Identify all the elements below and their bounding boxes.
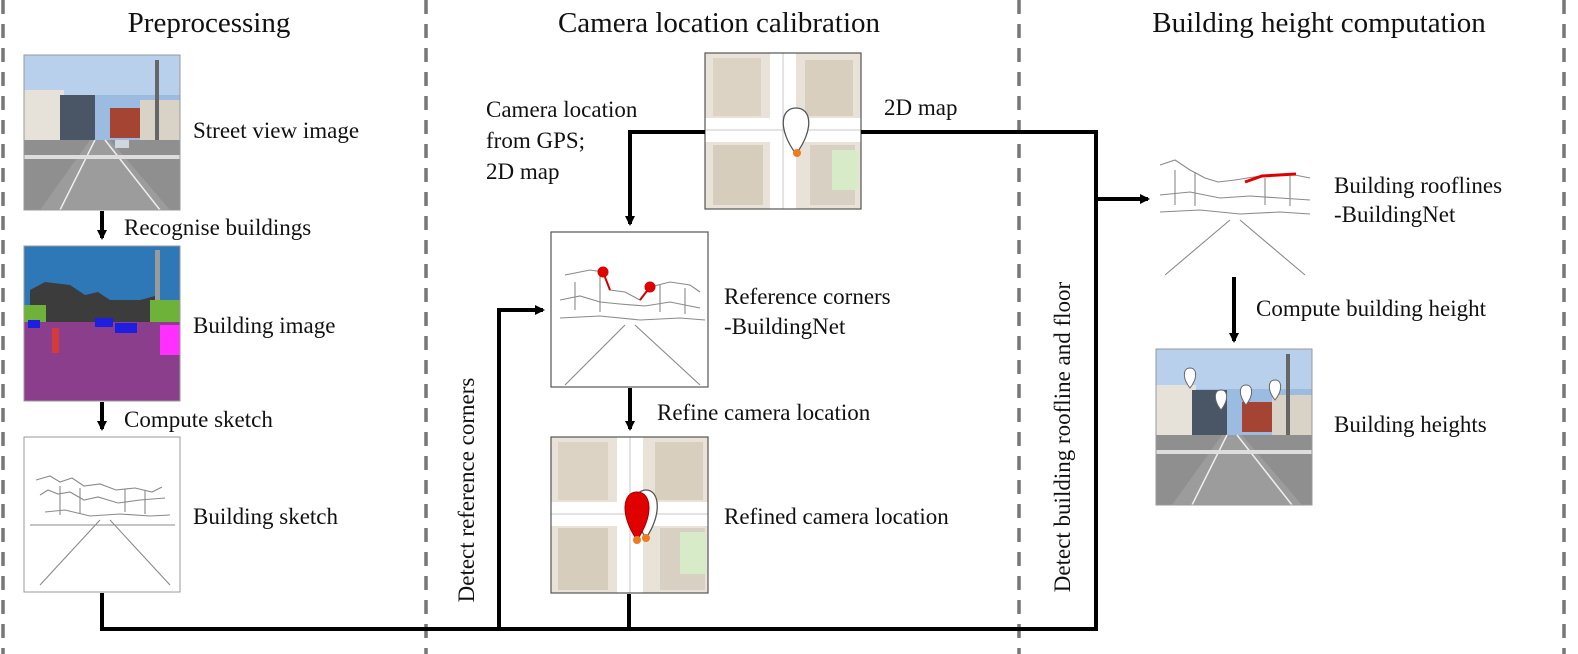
building-heights-label: Building heights: [1334, 412, 1487, 437]
height-marker-icons: [1183, 367, 1282, 411]
recognise-buildings-label: Recognise buildings: [124, 215, 311, 240]
height-marker-icon-1: [1183, 367, 1197, 389]
reference-corner-marker-1: [597, 266, 609, 278]
building-sketch-image: [24, 437, 180, 592]
height-marker-icon-4: [1268, 379, 1282, 401]
building-image: [24, 246, 180, 401]
detect-corners-label: Detect reference corners: [454, 378, 479, 603]
reference-corners-label-line1: Reference corners: [724, 284, 891, 309]
bottom-bus-line: [100, 130, 1098, 631]
reference-corners-label-line2: -BuildingNet: [724, 314, 846, 339]
gps-label-line3: 2D map: [486, 159, 559, 184]
gps-marker-icon: [782, 107, 810, 157]
rooflines-label-line2: -BuildingNet: [1334, 202, 1456, 227]
arrow-to-reference-corners: [497, 305, 545, 629]
compute-height-label: Compute building height: [1256, 296, 1487, 321]
building-sketch-label: Building sketch: [193, 504, 339, 529]
gps-label-line1: Camera location: [486, 97, 638, 122]
section-title-height: Building height computation: [1152, 7, 1486, 39]
reference-corners-image: [551, 232, 708, 387]
detect-roofline-label: Detect building roofline and floor: [1050, 281, 1075, 592]
section-title-calibration: Camera location calibration: [558, 7, 881, 39]
building-heights-image: [1156, 349, 1312, 505]
arrow-map-to-reference: [625, 130, 705, 226]
street-view-image: [24, 55, 180, 210]
refined-camera-label: Refined camera location: [724, 504, 949, 529]
connectors: [97, 130, 1239, 631]
map-label: 2D map: [884, 95, 957, 120]
section-title-preprocessing: Preprocessing: [128, 7, 291, 39]
map-image: [705, 53, 861, 209]
height-marker-icon-3: [1239, 384, 1253, 406]
refined-camera-marker-icon: [624, 491, 650, 544]
height-marker-icon-2: [1214, 389, 1228, 411]
street-view-label: Street view image: [193, 118, 359, 143]
rooflines-label-line1: Building rooflines: [1334, 173, 1502, 198]
gps-label-line2: from GPS;: [486, 128, 585, 153]
rooflines-image: [1156, 126, 1313, 276]
reference-corner-marker-2: [644, 281, 656, 293]
compute-sketch-label: Compute sketch: [124, 407, 273, 432]
refine-camera-label: Refine camera location: [657, 400, 871, 425]
building-image-label: Building image: [193, 313, 335, 338]
